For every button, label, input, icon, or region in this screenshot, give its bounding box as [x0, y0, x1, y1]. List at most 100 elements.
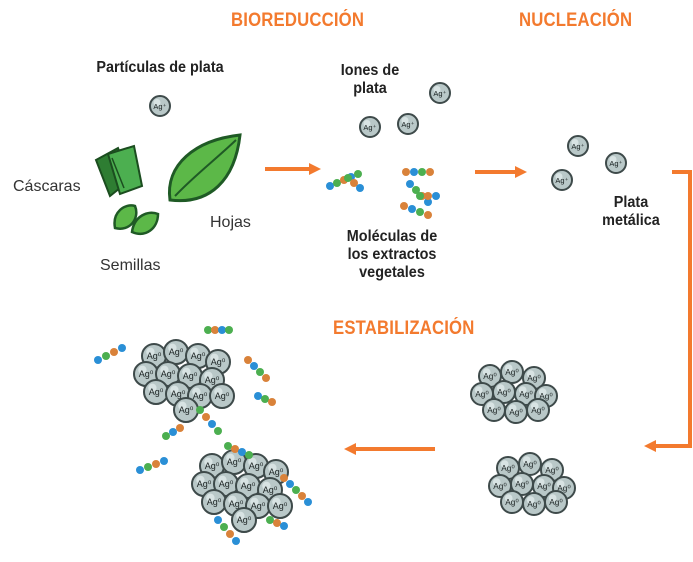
silver-atom: Ag⁰: [267, 493, 293, 519]
svg-text:Ag⁰: Ag⁰: [215, 391, 230, 401]
molecule-bead: [176, 424, 184, 432]
silver-atom: Ag⁰: [518, 452, 542, 476]
molecule-bead: [262, 374, 270, 382]
silver-atom: Ag⁰: [488, 474, 512, 498]
svg-text:Ag⁰: Ag⁰: [505, 368, 518, 377]
molecule-bead: [286, 480, 294, 488]
leaf-icon: [167, 133, 242, 203]
svg-text:Ag⁰: Ag⁰: [179, 405, 194, 415]
silver-ion: Ag⁺: [359, 116, 381, 138]
svg-text:Ag⁺: Ag⁺: [363, 123, 376, 132]
silver-atom: Ag⁰: [500, 360, 524, 384]
svg-text:Ag⁰: Ag⁰: [191, 351, 206, 361]
svg-text:Ag⁰: Ag⁰: [483, 372, 496, 381]
molecule-bead: [250, 362, 258, 370]
molecule-bead: [118, 344, 126, 352]
svg-text:Ag⁰: Ag⁰: [211, 357, 226, 367]
silver-ion: Ag⁺: [567, 135, 589, 157]
molecule-bead: [432, 192, 440, 200]
svg-text:Ag⁰: Ag⁰: [207, 497, 222, 507]
svg-text:Ag⁺: Ag⁺: [609, 159, 622, 168]
molecule-bead: [424, 198, 432, 206]
svg-text:Ag⁰: Ag⁰: [263, 485, 278, 495]
molecule-bead: [214, 427, 222, 435]
molecule-bead: [408, 205, 416, 213]
svg-text:Ag⁰: Ag⁰: [509, 408, 522, 417]
molecule-bead: [298, 492, 306, 500]
molecule-bead: [326, 182, 334, 190]
molecule-bead: [356, 184, 364, 192]
svg-text:Ag⁰: Ag⁰: [139, 369, 154, 379]
stage-title-bioreduction: BIOREDUCCIÓN: [231, 10, 365, 31]
molecule-bead: [102, 352, 110, 360]
svg-text:Ag⁰: Ag⁰: [531, 406, 544, 415]
molecule-bead: [232, 537, 240, 545]
svg-text:Ag⁰: Ag⁰: [527, 374, 540, 383]
svg-text:Ag⁺: Ag⁺: [433, 89, 446, 98]
svg-text:Ag⁰: Ag⁰: [475, 390, 488, 399]
silver-atom: Ag⁰: [544, 490, 568, 514]
molecule-bead: [110, 348, 118, 356]
molecule-bead: [218, 326, 226, 334]
svg-text:Ag⁰: Ag⁰: [501, 464, 514, 473]
molecule-bead: [412, 186, 420, 194]
molecule-bead: [333, 179, 341, 187]
silver-atom: Ag⁰: [231, 507, 257, 533]
svg-text:Ag⁰: Ag⁰: [523, 460, 536, 469]
svg-text:Ag⁰: Ag⁰: [527, 500, 540, 509]
molecule-bead: [211, 326, 219, 334]
molecule-bead: [273, 519, 281, 527]
svg-text:Ag⁰: Ag⁰: [147, 351, 162, 361]
molecule-bead: [238, 448, 246, 456]
seed-icon: [113, 204, 160, 235]
silver-ion: Ag⁺: [605, 152, 627, 174]
svg-text:Ag⁰: Ag⁰: [237, 515, 252, 525]
silver-atom: Ag⁰: [173, 397, 199, 423]
svg-text:Ag⁰: Ag⁰: [493, 482, 506, 491]
molecule-bead: [196, 406, 204, 414]
silver-ion: Ag⁺: [149, 95, 171, 117]
label-molecules-line1: Moléculas de: [346, 228, 438, 245]
label-peels: Cáscaras: [13, 178, 81, 195]
molecule-bead: [304, 498, 312, 506]
silver-atom: Ag⁰: [163, 339, 189, 365]
molecule-bead: [245, 451, 253, 459]
molecule-bead: [424, 211, 432, 219]
arrow-icon: [265, 163, 321, 175]
silver-ion: Ag⁺: [551, 169, 573, 191]
molecule-bead: [402, 168, 410, 176]
svg-text:Ag⁰: Ag⁰: [193, 391, 208, 401]
silver-atom: Ag⁰: [177, 363, 203, 389]
molecule-bead: [344, 174, 352, 182]
svg-text:Ag⁰: Ag⁰: [227, 457, 242, 467]
svg-text:Ag⁰: Ag⁰: [515, 480, 528, 489]
label-silver-particles: Partículas de plata: [96, 59, 224, 76]
molecule-bead: [231, 445, 239, 453]
molecule-bead: [261, 395, 269, 403]
svg-text:Ag⁰: Ag⁰: [149, 387, 164, 397]
svg-text:Ag⁰: Ag⁰: [537, 482, 550, 491]
label-molecules-line3: vegetales: [359, 264, 425, 281]
molecule-bead: [292, 486, 300, 494]
arrow-icon: [475, 166, 527, 178]
molecule-bead: [202, 413, 210, 421]
molecule-bead: [280, 474, 288, 482]
svg-text:Ag⁰: Ag⁰: [205, 461, 220, 471]
silver-atom: Ag⁰: [500, 490, 524, 514]
molecule-bead: [350, 179, 358, 187]
silver-atom: Ag⁰: [514, 382, 538, 406]
label-molecules-line2: los extractos: [347, 246, 437, 263]
molecule-bead: [220, 523, 228, 531]
arrow-icon: [344, 443, 435, 455]
svg-text:Ag⁺: Ag⁺: [401, 120, 414, 129]
arrow-icon: [644, 170, 692, 452]
silver-atom: Ag⁰: [482, 398, 506, 422]
svg-text:Ag⁺: Ag⁺: [555, 176, 568, 185]
molecule-bead: [406, 180, 414, 188]
molecule-bead: [268, 398, 276, 406]
molecule-bead: [416, 208, 424, 216]
svg-text:Ag⁰: Ag⁰: [539, 392, 552, 401]
molecule-bead: [424, 192, 432, 200]
svg-text:Ag⁰: Ag⁰: [249, 461, 264, 471]
svg-text:Ag⁰: Ag⁰: [519, 390, 532, 399]
